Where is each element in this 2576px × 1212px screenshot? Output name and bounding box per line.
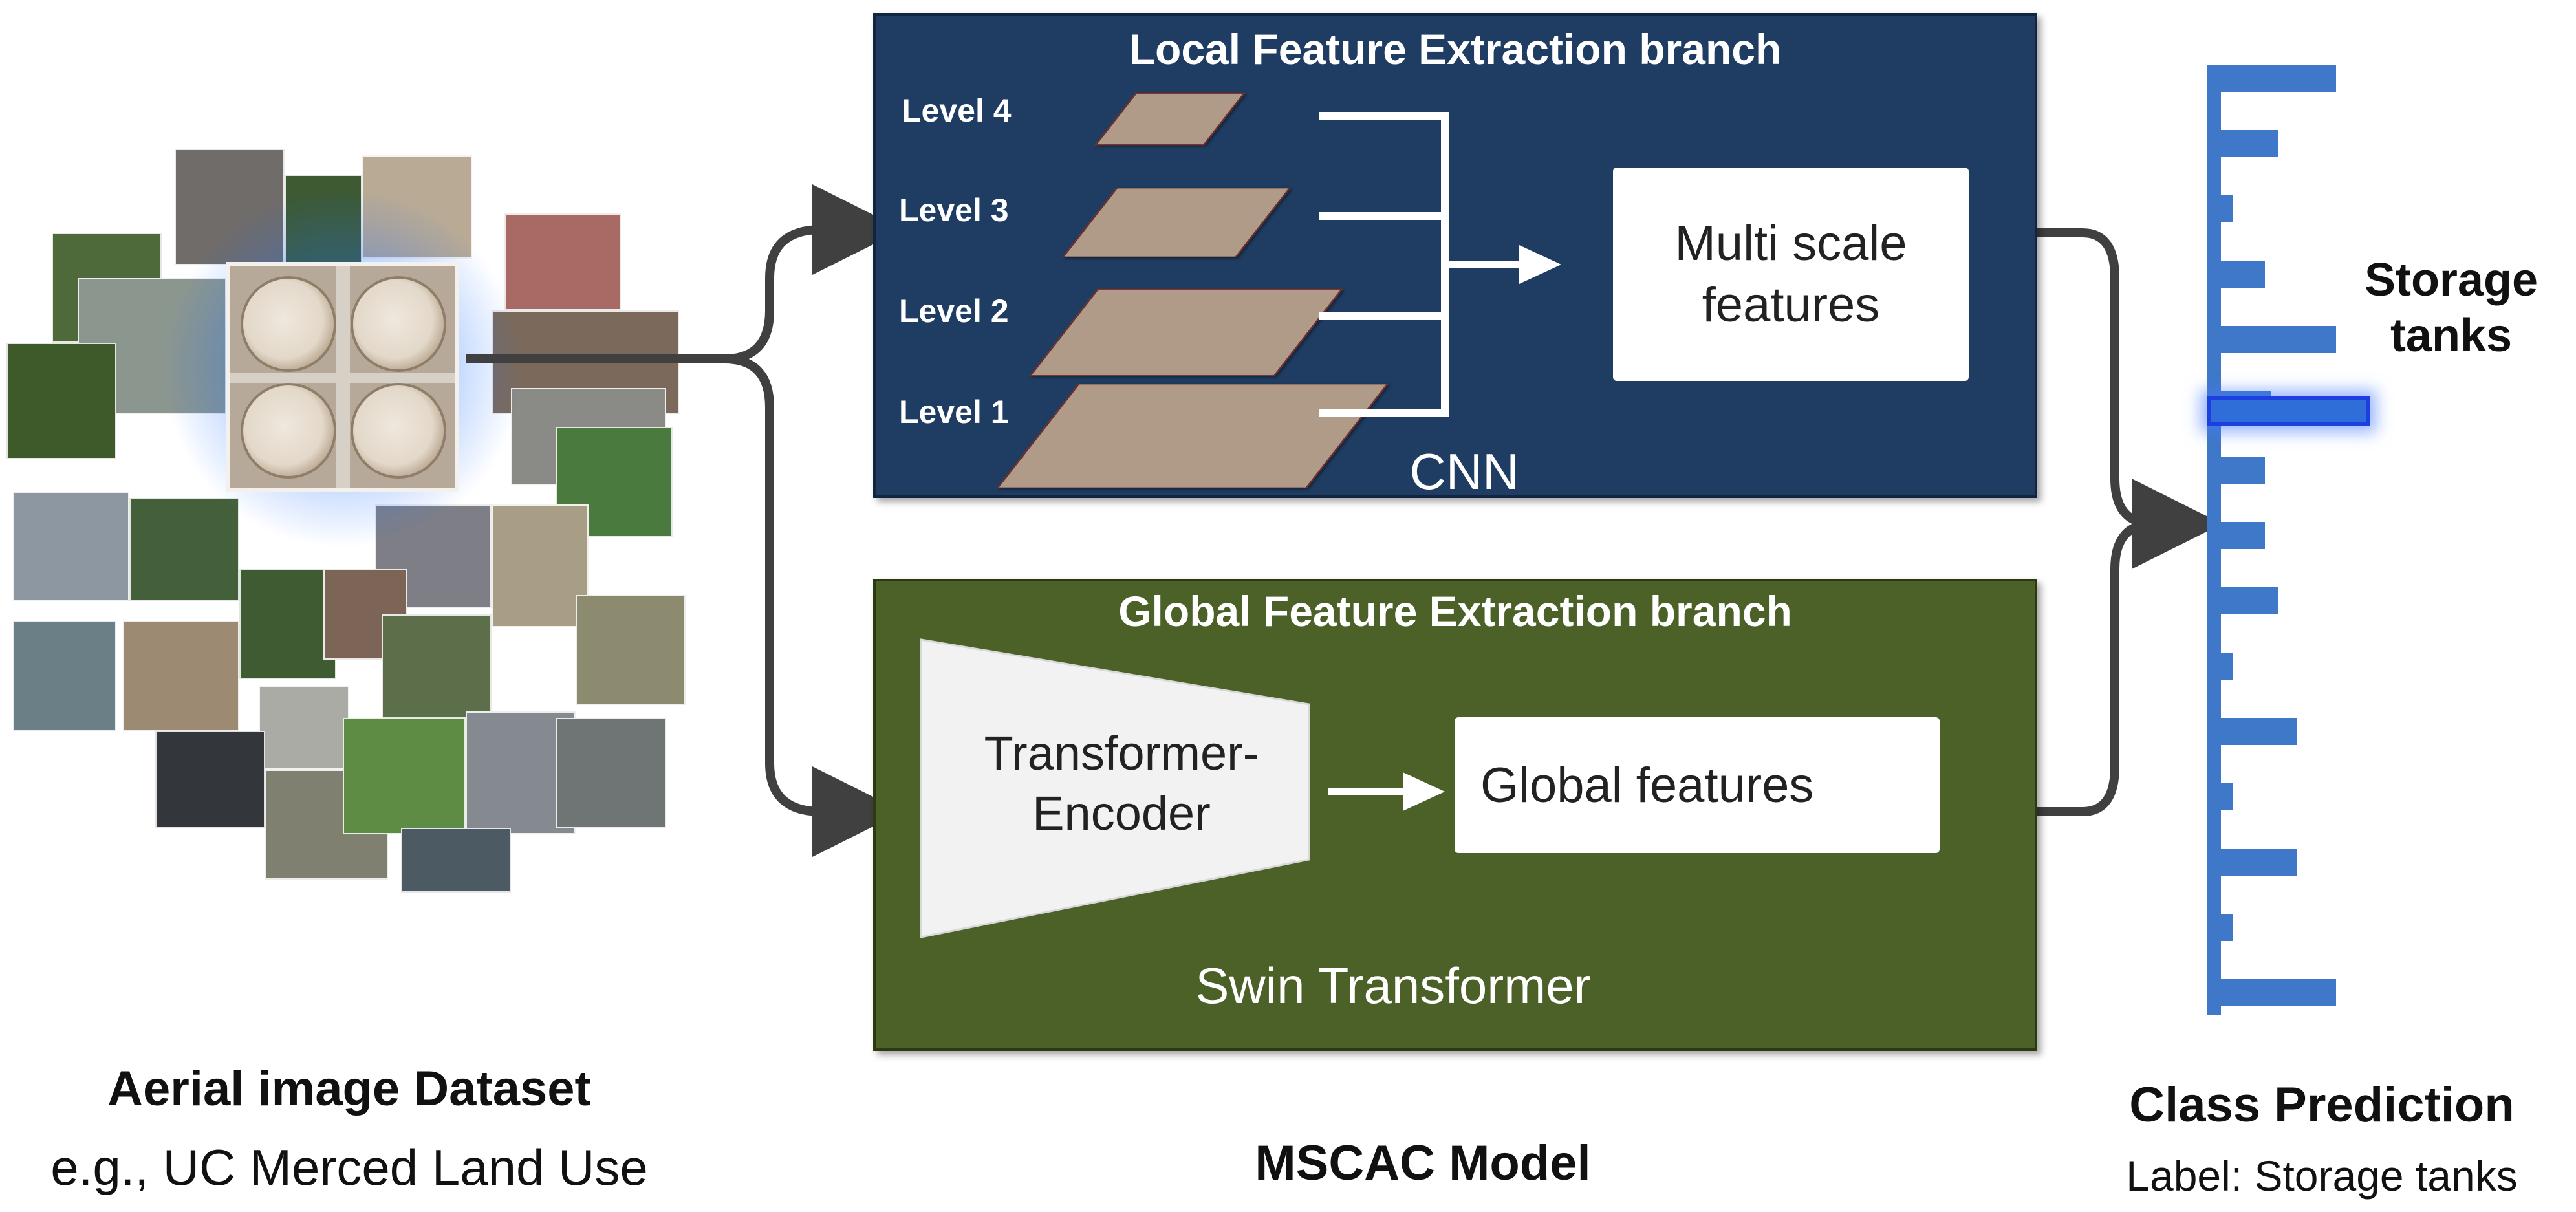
aerial-tile xyxy=(13,492,129,601)
prediction-highlight-box xyxy=(2207,396,2370,426)
aerial-tile xyxy=(239,569,336,679)
aerial-tile xyxy=(6,343,116,459)
prediction-bar xyxy=(2207,195,2233,222)
dataset-subtitle: e.g., UC Merced Land Use xyxy=(50,1139,648,1196)
tank xyxy=(243,385,334,476)
prediction-bar xyxy=(2207,587,2278,614)
prediction-bar xyxy=(2207,653,2233,680)
storage-tanks-label: Storage tanks xyxy=(2364,254,2538,362)
prediction-bar xyxy=(2207,457,2265,484)
prediction-bar xyxy=(2207,849,2297,876)
tank xyxy=(353,279,444,369)
pipe xyxy=(230,373,455,383)
aerial-tile xyxy=(576,595,686,705)
prediction-bar xyxy=(2207,326,2336,353)
class-prediction-title: Class Prediction xyxy=(2129,1077,2515,1132)
swin-transformer-caption: Swin Transformer xyxy=(1195,957,1591,1014)
tank xyxy=(353,385,444,476)
level-label-1: Level 1 xyxy=(899,394,1009,430)
local-feature-branch: Local Feature Extraction branch Level 4 … xyxy=(873,13,2037,500)
prediction-bar xyxy=(2207,65,2336,92)
aerial-tile xyxy=(259,686,349,770)
aerial-tile xyxy=(401,828,511,893)
prediction-bar xyxy=(2207,522,2265,549)
cnn-caption: CNN xyxy=(1409,443,1519,500)
aerial-tile xyxy=(492,504,589,627)
prediction-bar xyxy=(2207,783,2233,810)
aerial-tile xyxy=(504,213,621,310)
global-features-box: Global features xyxy=(1455,717,1940,853)
local-branch-title: Local Feature Extraction branch xyxy=(1129,25,1782,73)
model-title: MSCAC Model xyxy=(1255,1136,1591,1191)
scale-merge-bracket xyxy=(1319,112,1561,417)
prediction-bar xyxy=(2207,718,2297,745)
transformer-encoder-shape xyxy=(920,638,1445,938)
multi-scale-features-box: Multi scale features xyxy=(1613,168,1969,381)
prediction-bar xyxy=(2207,979,2336,1006)
level-label-2: Level 2 xyxy=(899,293,1009,329)
dataset-title: Aerial image Dataset xyxy=(107,1061,591,1116)
aerial-tile xyxy=(382,614,492,718)
global-branch-title: Global Feature Extraction branch xyxy=(1118,587,1792,635)
prediction-bar xyxy=(2207,914,2233,941)
aerial-tile xyxy=(13,621,116,731)
aerial-tile xyxy=(155,731,265,828)
storage-tanks-image xyxy=(226,262,459,492)
prediction-bar xyxy=(2207,261,2265,288)
aerial-tile xyxy=(343,718,466,834)
class-prediction-label: Label: Storage tanks xyxy=(2126,1152,2518,1200)
aerial-tile xyxy=(129,498,239,601)
tank xyxy=(243,279,334,369)
global-feature-branch: Global Feature Extraction branch Transfo… xyxy=(873,579,2037,1051)
transformer-encoder-label: Transformer-Encoder xyxy=(984,726,1259,840)
level-label-4: Level 4 xyxy=(902,92,1012,129)
class-prediction-bars xyxy=(2192,65,2370,1015)
level-label-3: Level 3 xyxy=(899,192,1009,228)
aerial-tile xyxy=(556,718,666,828)
prediction-bar xyxy=(2207,130,2278,157)
aerial-tile xyxy=(123,621,239,731)
